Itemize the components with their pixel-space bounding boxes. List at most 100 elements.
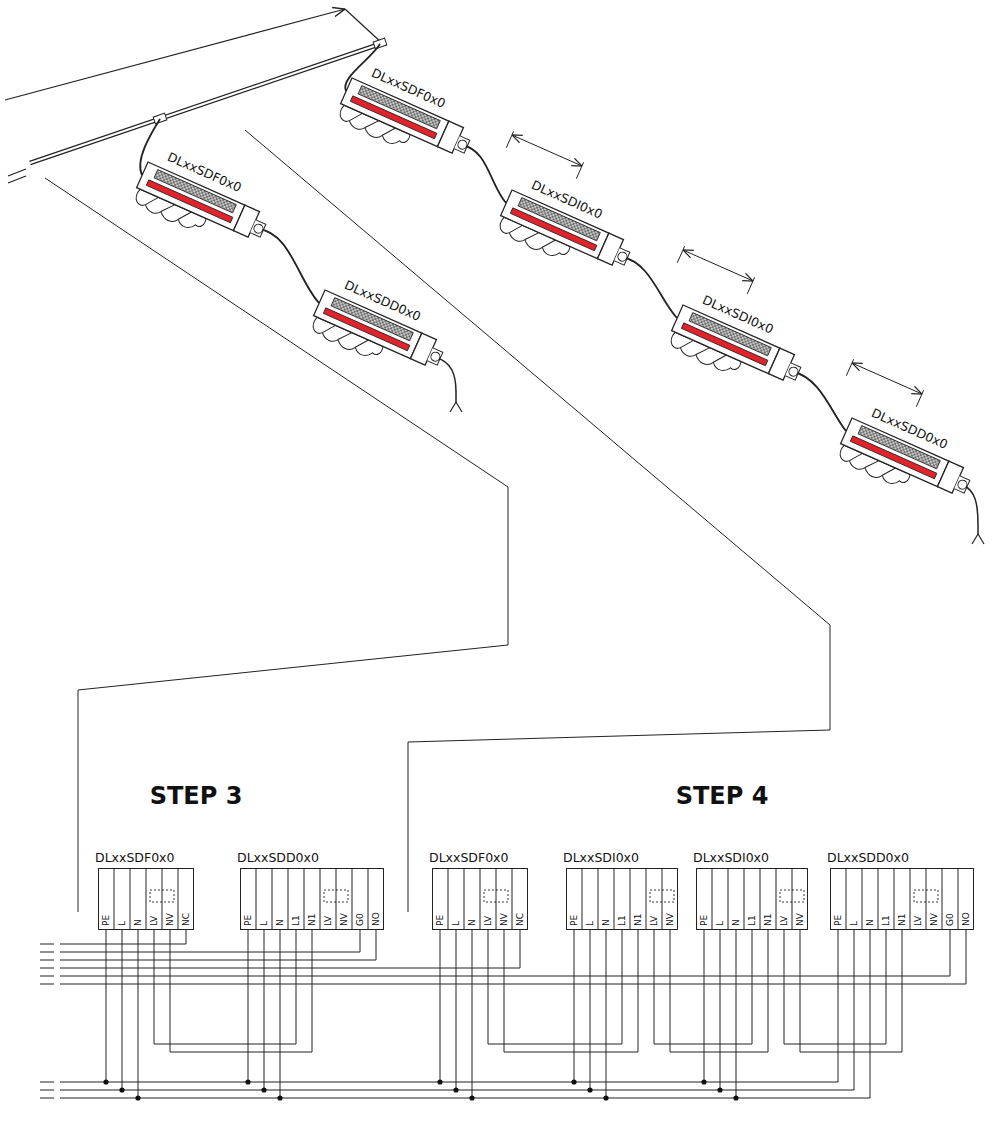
supply-wire <box>606 930 607 1098</box>
wire-end-mark <box>40 944 54 945</box>
terminal-divider <box>496 868 497 930</box>
junction-dot <box>587 1087 592 1092</box>
pin-name: L1 <box>617 915 627 926</box>
terminal-divider <box>272 868 273 930</box>
terminal-divider <box>480 868 481 930</box>
terminal-divider <box>776 868 777 930</box>
terminal-divider <box>352 868 353 930</box>
terminal-block: DLxxSDF0x0 <box>98 868 194 930</box>
terminal-divider <box>712 868 713 930</box>
supply-bus <box>60 1082 838 1083</box>
dimension-arrow <box>683 250 753 281</box>
jumper-box <box>324 890 348 902</box>
extension-line <box>846 359 923 407</box>
direction-line <box>345 9 383 44</box>
pin-name: N <box>731 919 741 926</box>
wire-connector <box>488 930 622 1044</box>
junction-dot <box>277 1095 282 1100</box>
terminal-divider <box>926 868 927 930</box>
pin-name: NV <box>499 913 509 926</box>
signal-wire <box>60 930 376 960</box>
pin-name: N <box>865 919 875 926</box>
pin-name: PE <box>833 915 843 926</box>
supply-wire <box>736 930 737 1098</box>
pin-name: NV <box>795 913 805 926</box>
terminal-divider <box>320 868 321 930</box>
jumper-box <box>914 890 938 902</box>
terminal-divider <box>130 868 131 930</box>
block-heading: DLxxSDD0x0 <box>827 850 909 865</box>
pin-name: L1 <box>881 915 891 926</box>
pin-name: LV <box>913 916 923 926</box>
terminal-divider <box>958 868 959 930</box>
wire-end-mark <box>40 952 54 953</box>
terminal-divider <box>114 868 115 930</box>
signal-wire <box>60 930 520 968</box>
supply-wire <box>590 930 591 1090</box>
terminal-divider <box>464 868 465 930</box>
jumper-box <box>650 890 674 902</box>
pin-name: NV <box>665 913 675 926</box>
terminal-divider <box>942 868 943 930</box>
wire-connector <box>154 930 296 1044</box>
cable <box>622 257 677 318</box>
pin-name: L <box>451 921 461 926</box>
extension-line <box>506 131 583 179</box>
terminal-divider <box>760 868 761 930</box>
terminal-divider <box>146 868 147 930</box>
loop-wire <box>504 930 638 1052</box>
signal-wire <box>60 930 360 952</box>
pin-name: LV <box>649 916 659 926</box>
pin-name: LV <box>779 916 789 926</box>
supply-wire <box>122 930 123 1090</box>
terminal-block: DLxxSDF0x0 <box>432 868 528 930</box>
block-heading: DLxxSDF0x0 <box>95 850 174 865</box>
junction-dot <box>245 1079 250 1084</box>
supply-wire <box>854 930 855 1090</box>
terminal-divider <box>368 868 369 930</box>
step-heading: STEP 3 <box>150 782 243 810</box>
wire-end-mark <box>40 984 54 985</box>
pin-name: NV <box>339 913 349 926</box>
junction-dot <box>437 1079 442 1084</box>
pin-name: PE <box>569 915 579 926</box>
cable-end-fork <box>972 534 984 544</box>
supply-wire <box>280 930 281 1098</box>
terminal-divider <box>646 868 647 930</box>
junction-dot <box>701 1079 706 1084</box>
junction-box <box>153 113 167 124</box>
jumper-box <box>484 890 508 902</box>
step-heading: STEP 4 <box>676 782 769 810</box>
wire-end-mark <box>40 1082 54 1083</box>
pin-name: LV <box>323 916 333 926</box>
junction-dot <box>717 1087 722 1092</box>
extension-line <box>677 246 754 293</box>
supply-wire <box>720 930 721 1090</box>
pin-name: G0 <box>355 913 365 926</box>
jumper-box <box>780 890 804 902</box>
cable-end-fork <box>450 402 462 412</box>
terminal-divider <box>512 868 513 930</box>
pin-name: N1 <box>897 914 907 926</box>
terminal-divider <box>744 868 745 930</box>
pin-name: N <box>601 919 611 926</box>
supply-wire <box>838 930 839 1082</box>
pin-name: L <box>585 921 595 926</box>
terminal-divider <box>582 868 583 930</box>
terminal-divider <box>728 868 729 930</box>
pin-name: L1 <box>747 915 757 926</box>
junction-dot <box>571 1079 576 1084</box>
junction-dot <box>733 1095 738 1100</box>
wiring <box>40 868 966 1101</box>
junction-dot <box>135 1095 140 1100</box>
wire-end-mark <box>40 1090 54 1091</box>
pin-name: LV <box>483 916 493 926</box>
terminal-divider <box>662 868 663 930</box>
block-heading: DLxxSDF0x0 <box>429 850 508 865</box>
terminal-divider <box>256 868 257 930</box>
terminal-divider <box>162 868 163 930</box>
wire-end-mark <box>40 968 54 969</box>
terminal-divider <box>846 868 847 930</box>
